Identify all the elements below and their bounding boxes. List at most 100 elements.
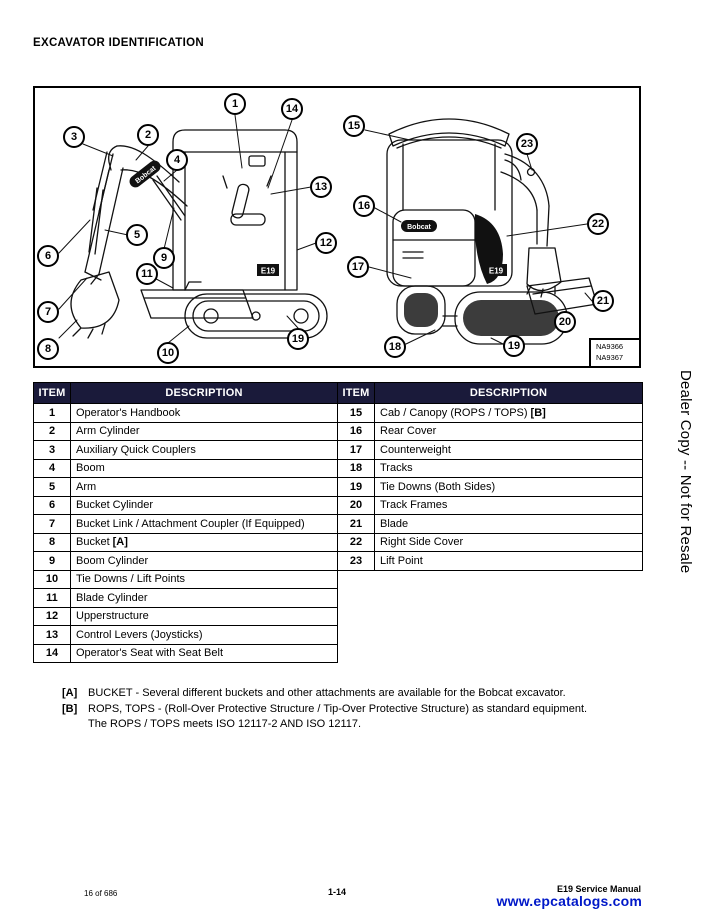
item-number-cell: 5	[33, 477, 71, 497]
callout-19-left: 19	[287, 328, 309, 350]
callout-21: 21	[592, 290, 614, 312]
figure-ref-2: NA9367	[596, 353, 624, 363]
callout-8: 8	[37, 338, 59, 360]
column-header-item: ITEM	[337, 382, 375, 404]
item-number-cell: 23	[337, 551, 375, 571]
item-number-cell: 4	[33, 458, 71, 478]
item-number-cell: 2	[33, 421, 71, 441]
description-cell: Control Levers (Joysticks)	[70, 625, 338, 645]
column-header-description: DESCRIPTION	[70, 382, 338, 404]
description-cell: Tracks	[374, 458, 643, 478]
description-cell: Cab / Canopy (ROPS / TOPS)[B]	[374, 403, 643, 423]
footnote-b: [B]ROPS, TOPS - (Roll-Over Protective St…	[62, 702, 588, 715]
description-cell: Auxiliary Quick Couplers	[70, 440, 338, 460]
item-number-cell: 22	[337, 532, 375, 552]
description-cell: Tie Downs (Both Sides)	[374, 477, 643, 497]
model-label-right: E19	[489, 267, 504, 276]
item-number-cell: 11	[33, 588, 71, 608]
item-number-cell: 16	[337, 421, 375, 441]
excavator-diagram: Bobcat E19	[58, 114, 598, 345]
item-number-cell: 13	[33, 625, 71, 645]
description-cell: Boom Cylinder	[70, 551, 338, 571]
item-number-cell: 1	[33, 403, 71, 423]
item-number-cell: 10	[33, 569, 71, 589]
website-link[interactable]: www.epcatalogs.com	[496, 893, 642, 909]
description-cell: Upperstructure	[70, 606, 338, 626]
item-number-cell: 21	[337, 514, 375, 534]
callout-18: 18	[384, 336, 406, 358]
callout-1: 1	[224, 93, 246, 115]
item-number-cell: 9	[33, 551, 71, 571]
item-number-cell: 12	[33, 606, 71, 626]
description-cell: Boom	[70, 458, 338, 478]
description-cell: Operator's Seat with Seat Belt	[70, 643, 338, 663]
callout-23: 23	[516, 133, 538, 155]
callout-13: 13	[310, 176, 332, 198]
callout-17: 17	[347, 256, 369, 278]
footnote-b-continued: The ROPS / TOPS meets ISO 12117-2 AND IS…	[88, 718, 362, 730]
item-number-cell: 20	[337, 495, 375, 515]
footnote-a: [A]BUCKET - Several different buckets an…	[62, 687, 566, 699]
callout-12: 12	[315, 232, 337, 254]
description-cell: Right Side Cover	[374, 532, 643, 552]
callout-11: 11	[136, 263, 158, 285]
description-cell: Blade	[374, 514, 643, 534]
item-number-cell: 14	[33, 643, 71, 663]
item-number-cell: 3	[33, 440, 71, 460]
left-excavator-drawing: Bobcat E19	[70, 129, 328, 339]
callout-2: 2	[137, 124, 159, 146]
callout-22: 22	[587, 213, 609, 235]
callout-5: 5	[126, 224, 148, 246]
callout-14: 14	[281, 98, 303, 120]
right-excavator-drawing: Bobcat E19	[386, 118, 598, 345]
dealer-copy-note: Dealer Copy -- Not for Resale	[677, 370, 694, 574]
callout-10: 10	[157, 342, 179, 364]
description-cell: Tie Downs / Lift Points	[70, 569, 338, 589]
footer-sheet-count: 16 of 686	[84, 889, 118, 898]
callout-3: 3	[63, 126, 85, 148]
description-cell: Counterweight	[374, 440, 643, 460]
column-header-item: ITEM	[33, 382, 71, 404]
footer-page-number: 1-14	[327, 887, 346, 897]
description-cell: Arm	[70, 477, 338, 497]
column-header-description: DESCRIPTION	[374, 382, 643, 404]
item-number-cell: 19	[337, 477, 375, 497]
item-number-cell: 15	[337, 403, 375, 423]
item-number-cell: 8	[33, 532, 71, 552]
description-cell: Operator's Handbook	[70, 403, 338, 423]
footer-manual-title: E19 Service Manual	[556, 884, 641, 894]
item-number-cell: 7	[33, 514, 71, 534]
callout-4: 4	[166, 149, 188, 171]
model-label-left: E19	[261, 267, 276, 276]
description-cell: Blade Cylinder	[70, 588, 338, 608]
item-number-cell: 17	[337, 440, 375, 460]
figure-ref-box: NA9366 NA9367	[589, 338, 639, 366]
description-cell: Rear Cover	[374, 421, 643, 441]
excavator-figure: Bobcat E19	[33, 86, 641, 368]
brand-logo-right: Bobcat	[407, 224, 431, 231]
